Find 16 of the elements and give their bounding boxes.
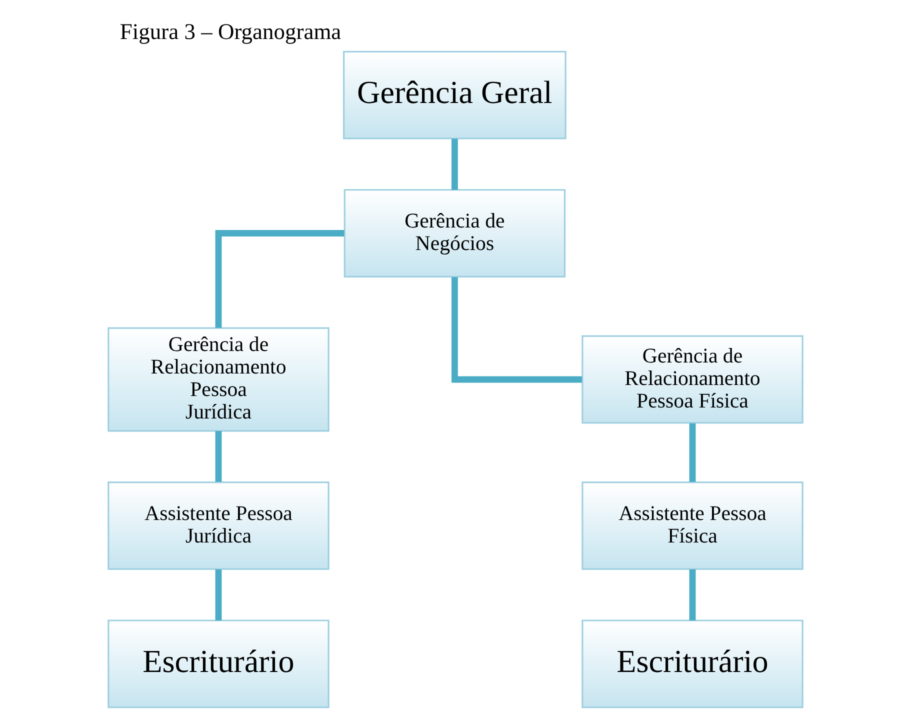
node-box: Gerência de Relacionamento Pessoa Jurídica: [107, 327, 329, 432]
connector: [214, 431, 222, 482]
diagram-title: Figura 3 – Organograma: [119, 19, 341, 44]
node-box: Gerência Geral: [342, 50, 566, 140]
connector: [450, 138, 458, 190]
node-box: Escriturário: [107, 620, 329, 708]
connector: [450, 277, 582, 383]
node-box: Assistente Pessoa Física: [581, 482, 803, 570]
connector: [214, 569, 222, 620]
node-box: Escriturário: [581, 620, 803, 708]
node-box: Assistente Pessoa Jurídica: [107, 482, 329, 570]
node-box: Gerência de Relacionamento Pessoa Física: [581, 335, 803, 424]
connector: [688, 569, 696, 620]
connector: [688, 423, 696, 482]
connector: [214, 230, 344, 328]
node-box: Gerência de Negócios: [343, 189, 566, 278]
